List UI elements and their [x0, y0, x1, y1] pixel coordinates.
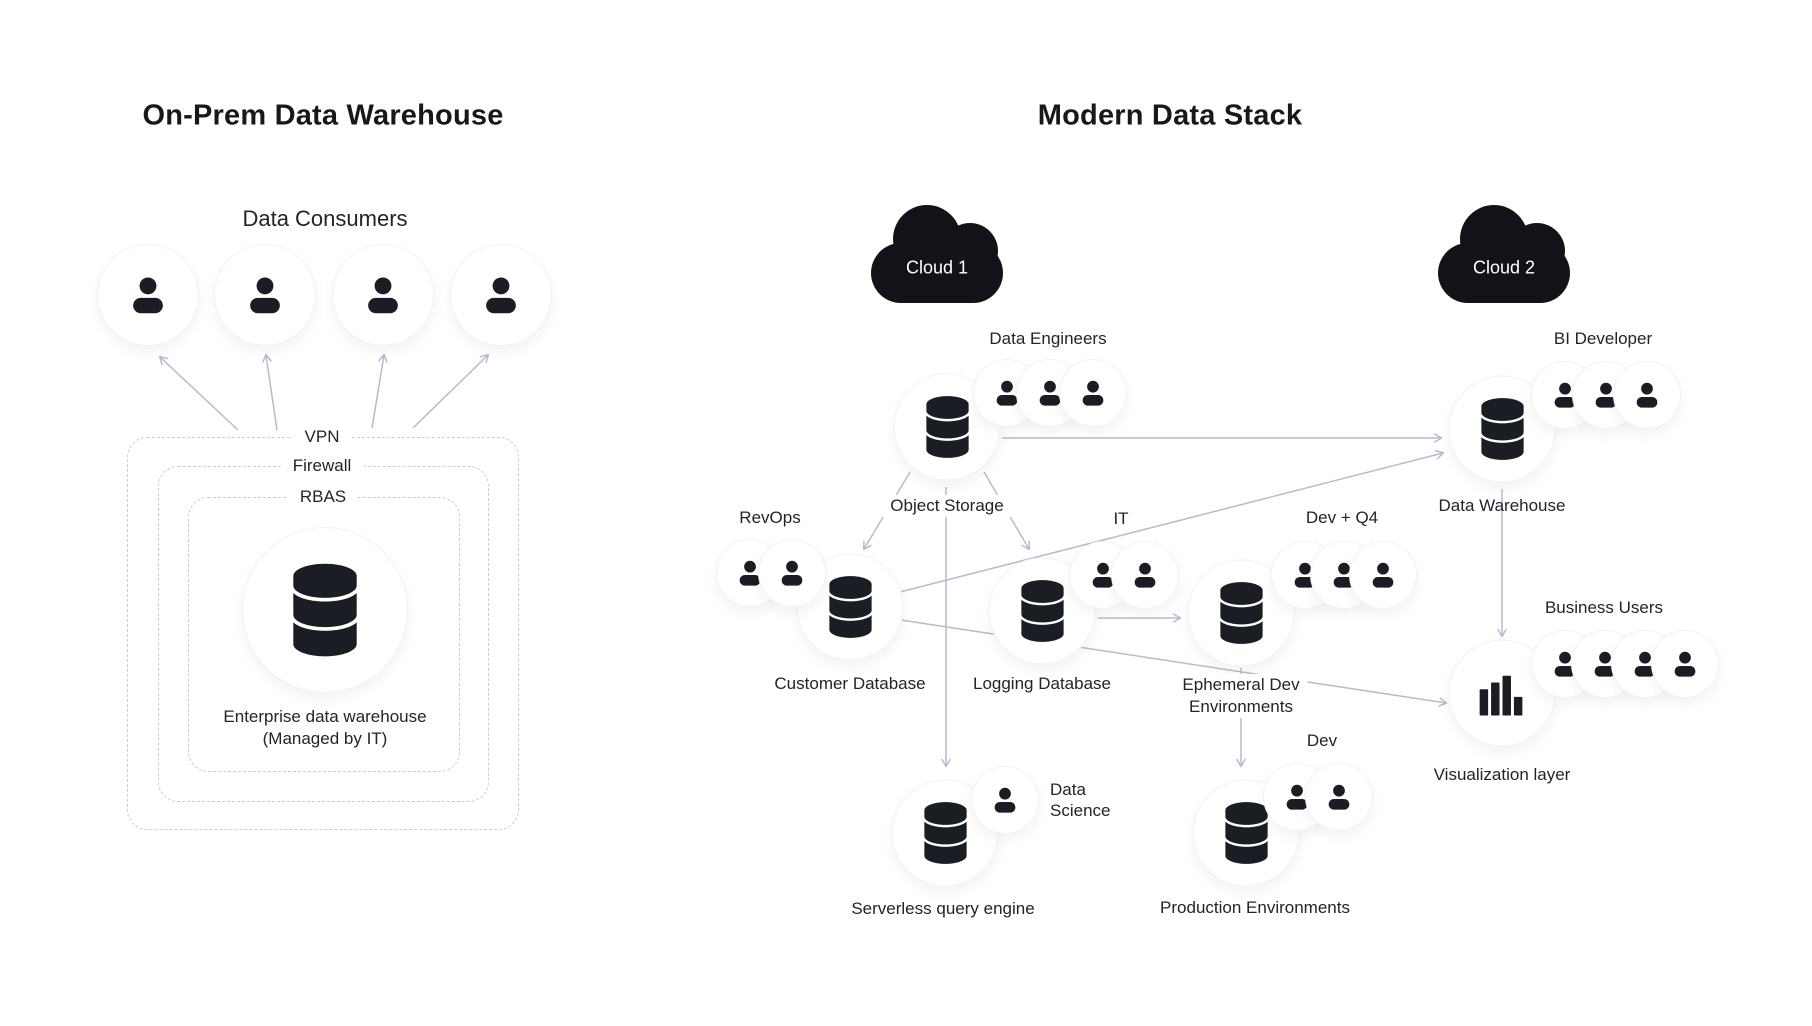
person-icon	[478, 272, 524, 318]
person-icon	[1077, 377, 1109, 409]
production-label: Production Environments	[1160, 898, 1350, 917]
ephemeral-dev-label: Ephemeral Dev Environments	[1174, 674, 1308, 718]
cloud1: Cloud 1	[871, 205, 1003, 303]
data-consumer-avatar	[333, 245, 433, 345]
person-icon	[125, 272, 171, 318]
person-icon	[1669, 648, 1701, 680]
cloud2: Cloud 2	[1438, 205, 1570, 303]
dev-q4-avatar	[1350, 542, 1416, 608]
data-consumer-avatar	[451, 245, 551, 345]
data-consumer-avatar	[98, 245, 198, 345]
person-icon	[1129, 559, 1161, 591]
data-warehouse-label: Data Warehouse	[1438, 496, 1566, 515]
database-icon	[1476, 397, 1528, 462]
revops-avatar	[759, 540, 825, 606]
firewall-label: Firewall	[280, 456, 364, 476]
data-science-label: Data Science	[1050, 780, 1111, 820]
enterprise-warehouse-node	[243, 528, 407, 692]
dev-q4-label: Dev + Q4	[1305, 508, 1379, 527]
person-icon	[242, 272, 288, 318]
cloud2-label: Cloud 2	[1472, 257, 1536, 278]
database-icon	[824, 575, 876, 640]
database-icon	[1215, 581, 1267, 646]
serverless-label: Serverless query engine	[851, 899, 1035, 918]
person-icon	[360, 272, 406, 318]
modern-stack-title: Modern Data Stack	[1037, 99, 1303, 132]
bar-chart-icon	[1479, 671, 1525, 715]
database-icon	[919, 801, 971, 866]
database-icon	[921, 395, 973, 460]
data-consumer-avatar	[215, 245, 315, 345]
dev-avatar	[1306, 764, 1372, 830]
data-engineer-avatar	[1060, 360, 1126, 426]
bi-developer-label: BI Developer	[1553, 329, 1653, 348]
revops-label: RevOps	[739, 508, 801, 527]
cloud-icon	[1438, 205, 1570, 303]
person-icon	[1631, 379, 1663, 411]
data-engineers-label: Data Engineers	[989, 329, 1107, 348]
person-icon	[1323, 781, 1355, 813]
cloud1-label: Cloud 1	[905, 257, 969, 278]
bi-developer-avatar	[1614, 362, 1680, 428]
object-storage-label: Object Storage	[882, 495, 1012, 517]
person-icon	[776, 557, 808, 589]
data-science-avatar	[972, 767, 1038, 833]
database-icon	[286, 561, 364, 659]
person-icon	[989, 784, 1021, 816]
visualization-label: Visualization layer	[1433, 765, 1571, 784]
database-icon	[1016, 579, 1068, 644]
cloud-icon	[871, 205, 1003, 303]
it-label: IT	[1113, 509, 1129, 528]
business-user-avatar	[1652, 631, 1718, 697]
customer-database-label: Customer Database	[774, 674, 926, 693]
data-consumers-label: Data Consumers	[242, 206, 408, 231]
logging-database-label: Logging Database	[972, 674, 1112, 693]
it-avatar	[1112, 542, 1178, 608]
vpn-label: VPN	[292, 427, 352, 447]
database-icon	[1220, 801, 1272, 866]
enterprise-warehouse-label: Enterprise data warehouse (Managed by IT…	[223, 707, 427, 748]
dev-label: Dev	[1306, 731, 1338, 750]
business-users-label: Business Users	[1544, 598, 1664, 617]
rbas-label: RBAS	[287, 487, 359, 507]
person-icon	[1367, 559, 1399, 591]
onprem-title: On-Prem Data Warehouse	[142, 99, 504, 132]
